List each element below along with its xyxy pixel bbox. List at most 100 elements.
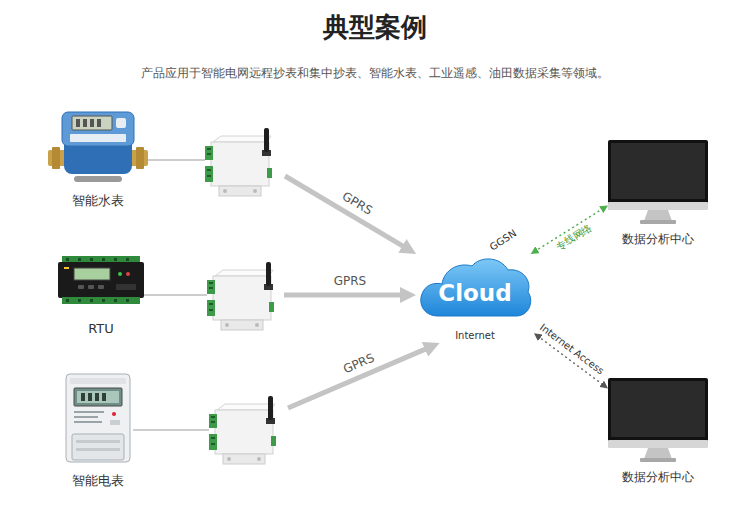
electric-meter-illustration-part bbox=[95, 393, 99, 401]
rtu-illustration-part bbox=[116, 284, 136, 290]
water-meter-illustration-part bbox=[70, 134, 126, 142]
water-meter-illustration-part bbox=[52, 147, 60, 169]
rtu-illustration-part bbox=[102, 299, 105, 302]
edge-label: Internet Access bbox=[537, 321, 607, 377]
rtu-illustration-part bbox=[114, 258, 117, 261]
rtu-illustration-part bbox=[90, 258, 93, 261]
node-label: 数据分析中心 bbox=[622, 232, 694, 246]
gprs-arrow bbox=[133, 346, 432, 430]
electric-meter-illustration-part bbox=[74, 388, 122, 406]
water-meter-illustration-part bbox=[76, 119, 80, 127]
wire bbox=[148, 160, 205, 161]
electric-meter-node: 智能电表 bbox=[63, 372, 133, 489]
water-meter-illustration-part bbox=[116, 118, 126, 128]
electric-meter-illustration-part bbox=[112, 412, 116, 416]
rtu-illustration-part bbox=[74, 268, 110, 280]
water-meter-illustration-part bbox=[97, 119, 101, 127]
electric-meter-illustration-part bbox=[76, 448, 120, 451]
dtu-gateway bbox=[207, 262, 274, 330]
rtu-illustration-part bbox=[62, 297, 140, 304]
gprs-arrow-shaft bbox=[284, 293, 408, 298]
rtu-illustration-part bbox=[66, 258, 69, 261]
node-label: 智能电表 bbox=[72, 473, 124, 489]
wire bbox=[144, 295, 207, 296]
rtu-illustration-part bbox=[78, 285, 84, 289]
rtu-illustration-part bbox=[126, 258, 129, 261]
analysis-center-node: 数据分析中心 bbox=[608, 378, 708, 485]
electric-meter-illustration-part bbox=[81, 393, 85, 401]
water-meter-illustration-part bbox=[72, 116, 112, 130]
node-label: Cloud bbox=[438, 280, 511, 308]
water-meter-illustration-part bbox=[136, 147, 144, 169]
water-meter-illustration-part bbox=[62, 112, 134, 146]
node-label: 数据分析中心 bbox=[622, 470, 694, 484]
page-caption: 产品应用于智能电网远程抄表和集中抄表、智能水表、工业遥感、油田数据采集等领域。 bbox=[141, 66, 609, 80]
dtu-gateway bbox=[209, 396, 276, 464]
gprs-arrow-shaft bbox=[285, 176, 409, 250]
electric-meter-illustration-part bbox=[110, 420, 120, 425]
rtu-illustration-part bbox=[66, 299, 69, 302]
rtu-illustration-part bbox=[78, 299, 81, 302]
edge-label: 专线网络 bbox=[553, 221, 594, 253]
water-meter-illustration-part bbox=[83, 119, 87, 127]
heading-row: 产品应用于智能电网远程抄表和集中抄表、智能水表、工业遥感、油田数据采集等领域。 bbox=[0, 62, 750, 81]
node-label: 智能水表 bbox=[72, 193, 124, 209]
water-meter-illustration bbox=[48, 112, 148, 182]
connectors bbox=[133, 160, 605, 430]
rtu-illustration-part bbox=[64, 267, 69, 269]
water-meter-illustration-part bbox=[74, 176, 122, 182]
electric-meter-illustration-part bbox=[72, 434, 124, 460]
edge-label: GPRS bbox=[333, 275, 368, 288]
water-meter-node: 智能水表 bbox=[48, 108, 148, 209]
heading-row: 典型案例 bbox=[0, 12, 750, 43]
electric-meter-illustration-part bbox=[66, 374, 130, 462]
monitor bbox=[608, 140, 708, 224]
rtu-illustration-part bbox=[90, 299, 93, 302]
edge-label: GPRS bbox=[339, 189, 375, 218]
rtu-illustration-part bbox=[88, 285, 94, 289]
electric-meter-illustration-part bbox=[74, 411, 104, 413]
cloud-shape-part bbox=[421, 259, 531, 316]
rtu-illustration-part bbox=[126, 272, 130, 276]
rtu-illustration-part bbox=[98, 285, 104, 289]
electric-meter-illustration-part bbox=[74, 416, 98, 418]
rtu-illustration-part bbox=[78, 258, 81, 261]
page-title: 典型案例 bbox=[323, 12, 427, 43]
rtu-illustration-part bbox=[126, 299, 129, 302]
gprs-arrow-shaft bbox=[288, 346, 432, 408]
electric-meter-illustration-part bbox=[76, 440, 120, 443]
rtu-node: RTU bbox=[58, 256, 144, 337]
node-label: Internet bbox=[455, 330, 495, 342]
text-row: 数据分析中心 bbox=[608, 228, 708, 247]
rtu-illustration bbox=[58, 256, 144, 304]
electric-meter-illustration-part bbox=[77, 391, 119, 403]
text-row: RTU bbox=[58, 318, 144, 337]
rtu-illustration-part bbox=[62, 256, 140, 263]
rtu-illustration-part bbox=[118, 272, 122, 276]
rtu-illustration-part bbox=[102, 258, 105, 261]
electric-meter-illustration-part bbox=[102, 393, 106, 401]
electric-meter-illustration bbox=[66, 374, 130, 462]
analysis-center-node: 数据分析中心 bbox=[608, 140, 708, 247]
text-row: Internet bbox=[416, 324, 534, 343]
text-row: 智能水表 bbox=[48, 190, 148, 209]
cloud-node: CloudInternet bbox=[416, 254, 534, 343]
wire bbox=[133, 430, 209, 431]
text-row: 智能电表 bbox=[63, 470, 133, 489]
dtu-gateway bbox=[205, 128, 272, 196]
gprs-arrow bbox=[148, 160, 409, 250]
text-row: Cloud bbox=[416, 254, 534, 324]
electric-meter-illustration-part bbox=[70, 378, 126, 384]
edge-label: GPRS bbox=[340, 351, 377, 377]
node-label: RTU bbox=[88, 321, 114, 337]
electric-meter-illustration-part bbox=[74, 421, 102, 423]
gprs-arrow bbox=[144, 295, 408, 296]
rtu-illustration-part bbox=[58, 262, 144, 298]
water-meter-illustration-part bbox=[90, 119, 94, 127]
electric-meter-illustration-part bbox=[88, 393, 92, 401]
text-row: 数据分析中心 bbox=[608, 466, 708, 485]
